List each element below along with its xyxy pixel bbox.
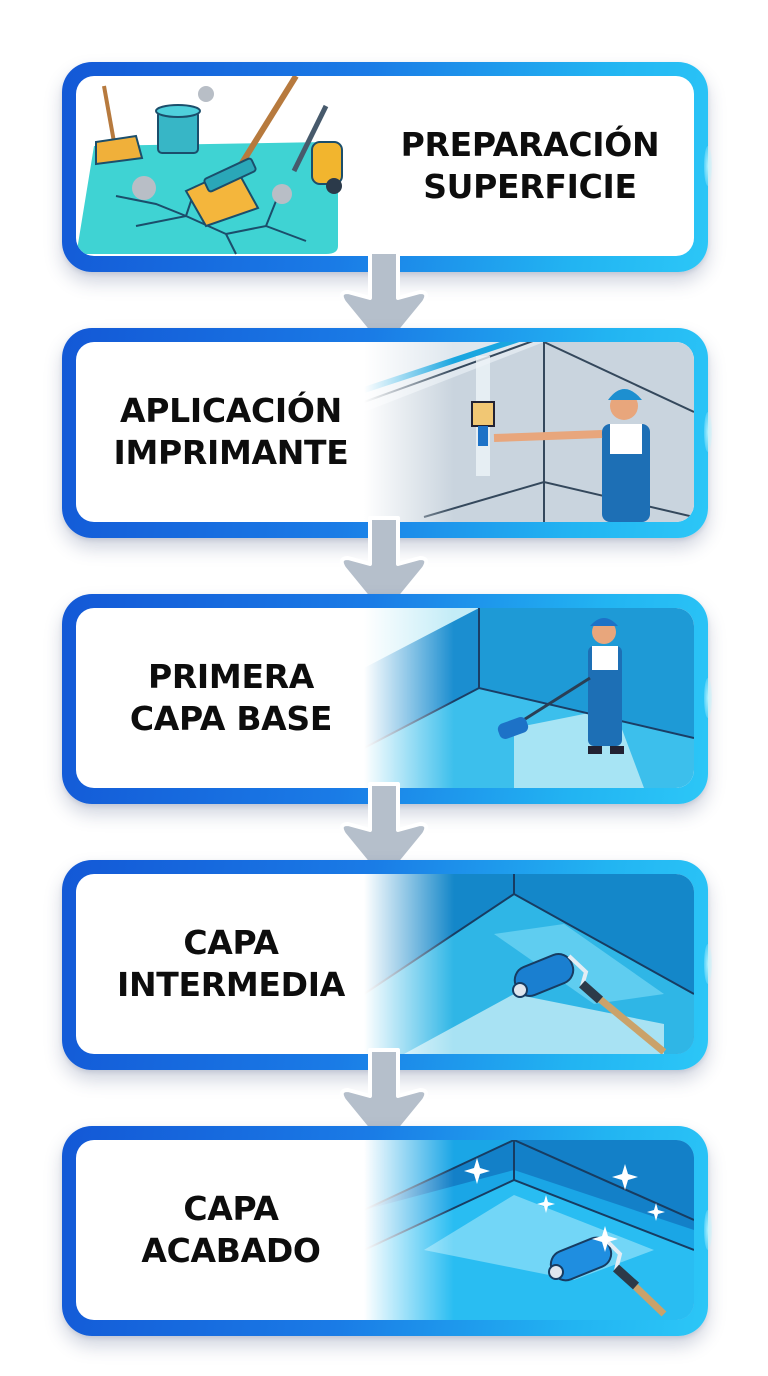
fade-overlay — [364, 1140, 454, 1320]
step-card-3: PRIMERA CAPA BASE — [62, 594, 712, 804]
step-title-line1: APLICACIÓN — [120, 391, 342, 430]
step-panel: PRIMERA CAPA BASE — [76, 608, 694, 788]
step-card-2: APLICACIÓN IMPRIMANTE — [62, 328, 712, 538]
step-title-line2: INTERMEDIA — [117, 965, 345, 1004]
step-title-line2: IMPRIMANTE — [113, 433, 349, 472]
step-label: APLICACIÓN IMPRIMANTE — [76, 342, 386, 522]
step-label: CAPA INTERMEDIA — [76, 874, 386, 1054]
step-panel: CAPA INTERMEDIA — [76, 874, 694, 1054]
surface-preparation-illustration — [76, 76, 376, 256]
step-card-1: PREPARACIÓN SUPERFICIE — [62, 62, 712, 272]
step-panel: CAPA ACABADO — [76, 1140, 694, 1320]
fade-overlay — [364, 342, 454, 522]
step-title-line1: PREPARACIÓN — [400, 125, 660, 164]
step-title-line1: CAPA — [183, 1189, 279, 1228]
step-panel: APLICACIÓN IMPRIMANTE — [76, 342, 694, 522]
step-label: CAPA ACABADO — [76, 1140, 386, 1320]
step-label: PREPARACIÓN SUPERFICIE — [366, 76, 694, 256]
step-panel: PREPARACIÓN SUPERFICIE — [76, 76, 694, 256]
step-title-line1: PRIMERA — [147, 657, 315, 696]
step-title-line1: CAPA — [183, 923, 279, 962]
step-title-line2: ACABADO — [141, 1231, 321, 1270]
fade-overlay — [364, 874, 454, 1054]
step-card-5: CAPA ACABADO — [62, 1126, 712, 1336]
step-card-4: CAPA INTERMEDIA — [62, 860, 712, 1070]
step-title-line2: CAPA BASE — [129, 699, 333, 738]
step-label: PRIMERA CAPA BASE — [76, 608, 386, 788]
fade-overlay — [364, 608, 454, 788]
step-title-line2: SUPERFICIE — [423, 167, 637, 206]
